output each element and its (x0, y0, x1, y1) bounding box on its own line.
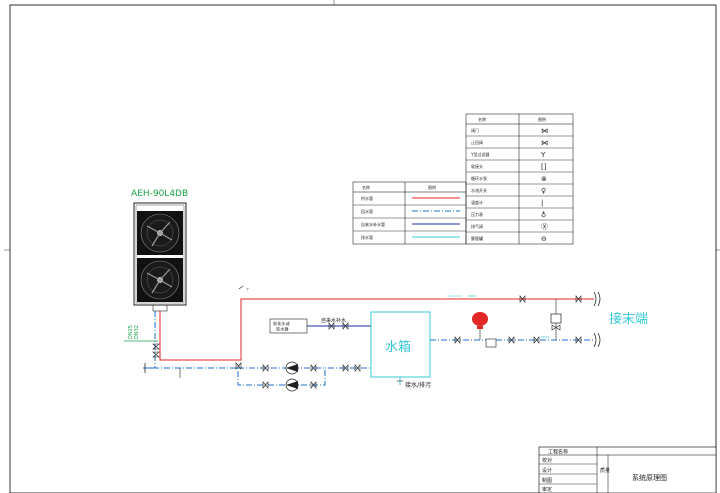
legend-right-row-symbol: ⊖ (541, 235, 547, 243)
legend-right-row-name: 循环水泵 (471, 175, 487, 181)
pipe-tag-upper: DN32 (468, 294, 476, 298)
legend-right-row-symbol: | (541, 199, 543, 207)
circulation-pump-2 (285, 378, 299, 392)
drain-label: 接水/排污 (405, 381, 431, 389)
legend-right-row-name: 止回阀 (471, 139, 483, 145)
valves (152, 295, 582, 389)
legend-right-row-symbol: Y (540, 151, 546, 159)
softener-label-2: 软水器 (276, 326, 289, 333)
drawing-title: 系统原理图 (632, 473, 667, 482)
terminal-label: 接末端 (609, 311, 648, 327)
legend-right-row-symbol: [] (541, 163, 547, 171)
role-design: 设计 (542, 467, 552, 474)
legend-right-header-symbol: 图例 (538, 116, 546, 122)
legend-right-row-symbol: ⋈ (541, 127, 548, 135)
unit-tag-2: DN32 (134, 325, 140, 339)
unit-tag-1: DN25 (128, 325, 134, 339)
legend-left-row-name: 供水管 (361, 195, 373, 201)
softener-box: 软化水或 软水器 (269, 318, 308, 334)
pipe-tag-lower: DN32 (541, 335, 549, 339)
supply-pipe (159, 298, 594, 361)
legend-left-row-name: 自来水补水管 (361, 221, 385, 227)
legend-right-row-symbol: ⋈ (541, 139, 548, 147)
legend-left-header-name: 名称 (362, 184, 370, 190)
softener-label-1: 软化水或 (273, 320, 291, 327)
role-approve: 审定 (542, 486, 552, 493)
expansion-tank (472, 312, 497, 348)
legend-right-row-name: 膨胀罐 (471, 235, 483, 241)
legend-right-row-symbol: ♁ (541, 211, 546, 219)
drawing-frame (9, 4, 717, 493)
legend-right-row-name: 排气阀 (471, 223, 483, 229)
legend-right-row-name: 温度计 (471, 199, 483, 205)
legend-right-row-name: 阀门 (471, 127, 479, 133)
tank-label: 水箱 (385, 339, 411, 355)
title-block: 工程名称 校对 设计 制图 审定 质量 系统原理图 (538, 446, 717, 493)
legend-right-row-name: 压力表 (471, 211, 483, 217)
legend-right-row-name: 软接头 (471, 163, 483, 169)
legend-right-row-symbol: Ⓧ (541, 223, 548, 231)
legend-right-row-name: 水流开关 (471, 187, 487, 193)
legend-left-row-name: 回水管 (361, 208, 373, 214)
svg-text:⊤: ⊤ (246, 287, 250, 292)
legend-right-row-symbol: ⊗ (541, 175, 547, 183)
role-check: 校对 (542, 457, 552, 464)
legend-right: 名称 图例 阀门 ⋈ 止回阀 ⋈ Y型过滤器 Y 软接头 [] 循环水泵 ⊗ 水流开关 ♀ 温度计 | 压力… (465, 113, 574, 245)
bypass-valve (550, 313, 562, 331)
legend-right-row-name: Y型过滤器 (470, 151, 489, 157)
project-name-label: 工程名称 (548, 449, 568, 456)
dept-label: 质量 (600, 467, 610, 474)
circulation-pump-1 (285, 361, 299, 375)
legend-right-header-name: 名称 (478, 116, 486, 122)
legend-right-row-symbol: ♀ (541, 187, 546, 195)
heat-pump-unit (133, 202, 187, 312)
water-tank: 水箱 (370, 311, 431, 378)
role-draw: 制图 (542, 477, 552, 484)
unit-model-label: AEH-90L4DB (131, 189, 188, 199)
legend-left-row-name: 排水管 (361, 234, 373, 240)
legend-left-header-symbol: 图例 (428, 184, 436, 190)
makeup-water-label: 自来水补水 (321, 317, 346, 324)
